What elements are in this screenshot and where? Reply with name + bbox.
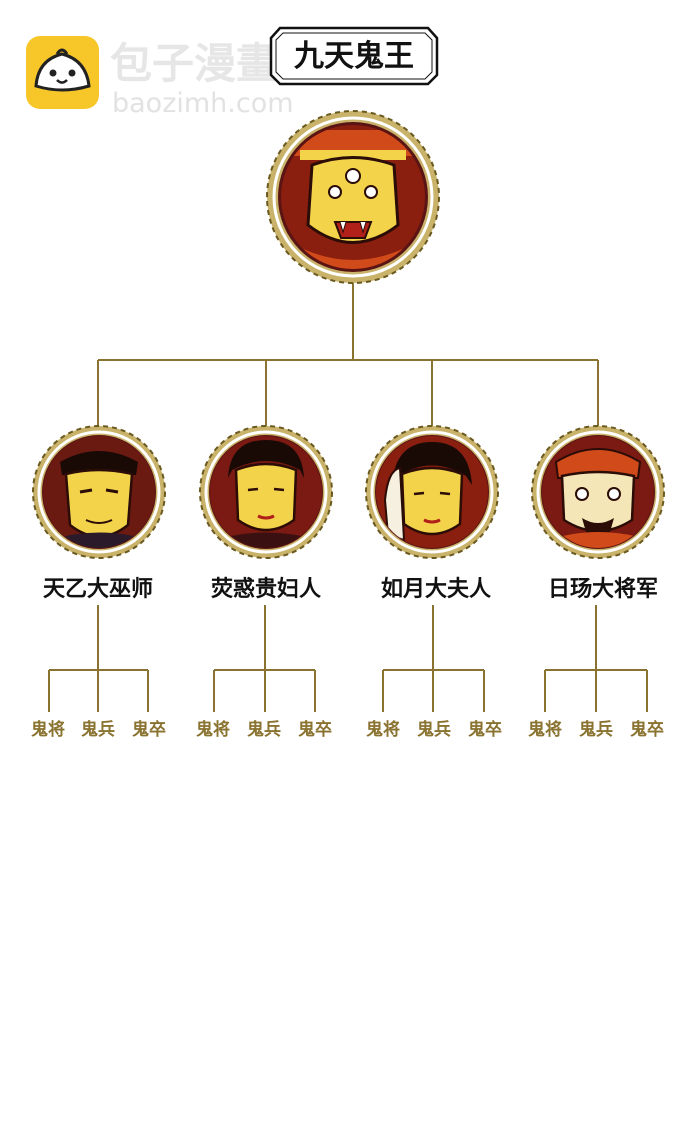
subordinates-3: 鬼将 鬼兵 鬼卒 [528, 719, 664, 740]
subordinates-2: 鬼将 鬼兵 鬼卒 [366, 719, 502, 740]
member-portrait-3 [531, 425, 665, 559]
subordinate-label: 鬼兵 [579, 719, 613, 740]
bun-icon [34, 48, 91, 92]
subordinate-label: 鬼卒 [468, 719, 502, 740]
subordinate-label: 鬼卒 [298, 719, 332, 740]
subordinate-label: 鬼卒 [132, 719, 166, 740]
subordinate-label: 鬼兵 [81, 719, 115, 740]
subordinate-label: 鬼兵 [417, 719, 451, 740]
subordinate-label: 鬼卒 [630, 719, 664, 740]
subordinate-label: 鬼将 [366, 719, 400, 740]
root-portrait [266, 110, 440, 284]
watermark-logo: 包子漫畫 baozimh.com [26, 36, 294, 119]
root-title: 九天鬼王 [294, 39, 414, 74]
root-title-box: 九天鬼王 [269, 26, 439, 86]
member-name-2: 如月大夫人 [381, 577, 491, 602]
subordinate-label: 鬼兵 [247, 719, 281, 740]
connectors [48, 275, 648, 712]
member-name-3: 日玚大将军 [548, 576, 658, 602]
watermark-site-url: baozimh.com [112, 88, 294, 119]
member-portrait-1 [199, 425, 333, 559]
subordinates-1: 鬼将 鬼兵 鬼卒 [196, 719, 332, 740]
member-portrait-0 [32, 425, 166, 559]
member-name-1: 荧惑贵妇人 [211, 576, 321, 602]
subordinate-label: 鬼将 [196, 719, 230, 740]
member-name-0: 天乙大巫师 [43, 576, 153, 602]
subordinate-label: 鬼将 [31, 719, 65, 740]
subordinate-label: 鬼将 [528, 719, 562, 740]
subordinates-0: 鬼将 鬼兵 鬼卒 [31, 719, 166, 740]
member-portrait-2 [365, 425, 499, 559]
watermark-site-name: 包子漫畫 [110, 39, 278, 88]
